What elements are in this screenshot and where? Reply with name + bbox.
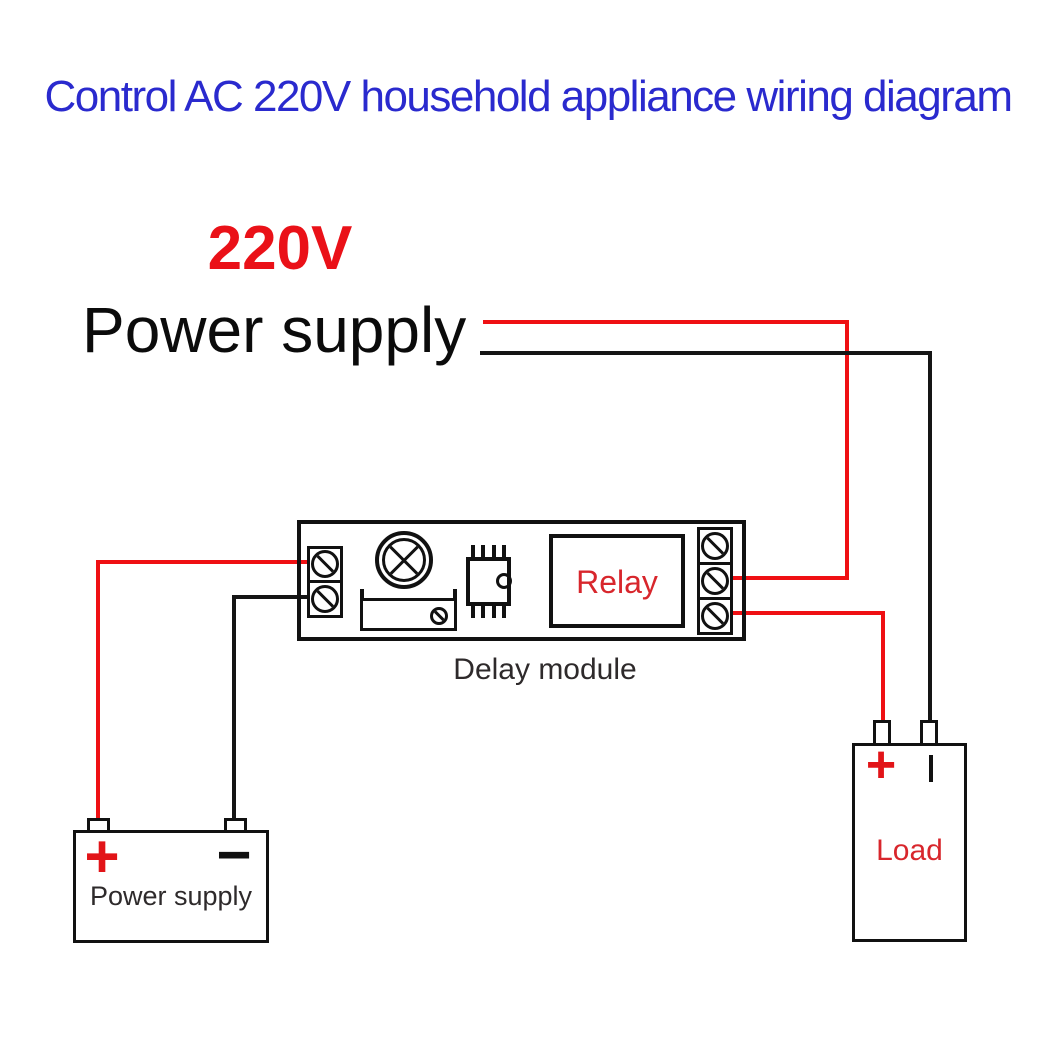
ac-source-label: Power supply: [82, 294, 467, 366]
trimmer-right-tab: [453, 589, 457, 599]
load-plus-mark: +: [865, 736, 897, 794]
wire-red-relay-in: [725, 576, 849, 580]
wire-red-relay-out-vertical: [881, 611, 885, 723]
battery-minus-mark: −: [216, 821, 252, 888]
wire-black-ac-to-load: [928, 351, 932, 723]
screw-terminal-icon: [701, 532, 729, 560]
wire-red-dc-horizontal: [96, 560, 315, 564]
wire-red-ac-vertical: [845, 320, 849, 580]
wire-black-ac-horizontal: [480, 351, 932, 355]
ic-pin: [492, 604, 496, 618]
wire-black-dc-vertical: [232, 595, 236, 822]
relay-box: Relay: [549, 534, 685, 628]
wire-red-dc-vertical: [96, 560, 100, 822]
trimmer-screw-icon: [430, 607, 448, 625]
ac-voltage-label: 220V: [207, 214, 353, 283]
battery-plus-mark: +: [84, 823, 120, 890]
screw-terminal-icon: [701, 567, 729, 595]
diagram-title: Control AC 220V household appliance wiri…: [44, 72, 1013, 121]
delay-module-label: Delay module: [453, 653, 637, 686]
relay-label: Relay: [576, 564, 658, 600]
ic-pin: [502, 604, 506, 618]
ic-pin: [492, 545, 496, 558]
load-label: Load: [876, 834, 943, 867]
ic-pin: [471, 604, 475, 618]
screw-terminal-icon: [701, 602, 729, 630]
screw-terminal-icon: [311, 585, 339, 613]
power-supply-label: Power supply: [89, 881, 253, 911]
ic-pin: [471, 545, 475, 558]
load-box: + Load: [852, 739, 967, 942]
wire-red-ac-horizontal: [483, 320, 849, 324]
ic-pin: [481, 545, 485, 558]
wire-red-relay-out-horizontal: [725, 611, 885, 615]
screw-terminal-icon: [311, 550, 339, 578]
delay-module-board: [297, 520, 746, 641]
ic-pin: [502, 545, 506, 558]
ic-pin: [481, 604, 485, 618]
load-minus-mark: [929, 755, 933, 782]
wire-black-dc-horizontal: [232, 595, 315, 599]
trimmer-left-tab: [360, 589, 364, 599]
potentiometer-icon: [375, 531, 433, 589]
potentiometer-dial-icon: [382, 538, 426, 582]
power-supply-box: + − Power supply: [73, 823, 269, 943]
ic-right-edge-patch: [507, 561, 511, 602]
